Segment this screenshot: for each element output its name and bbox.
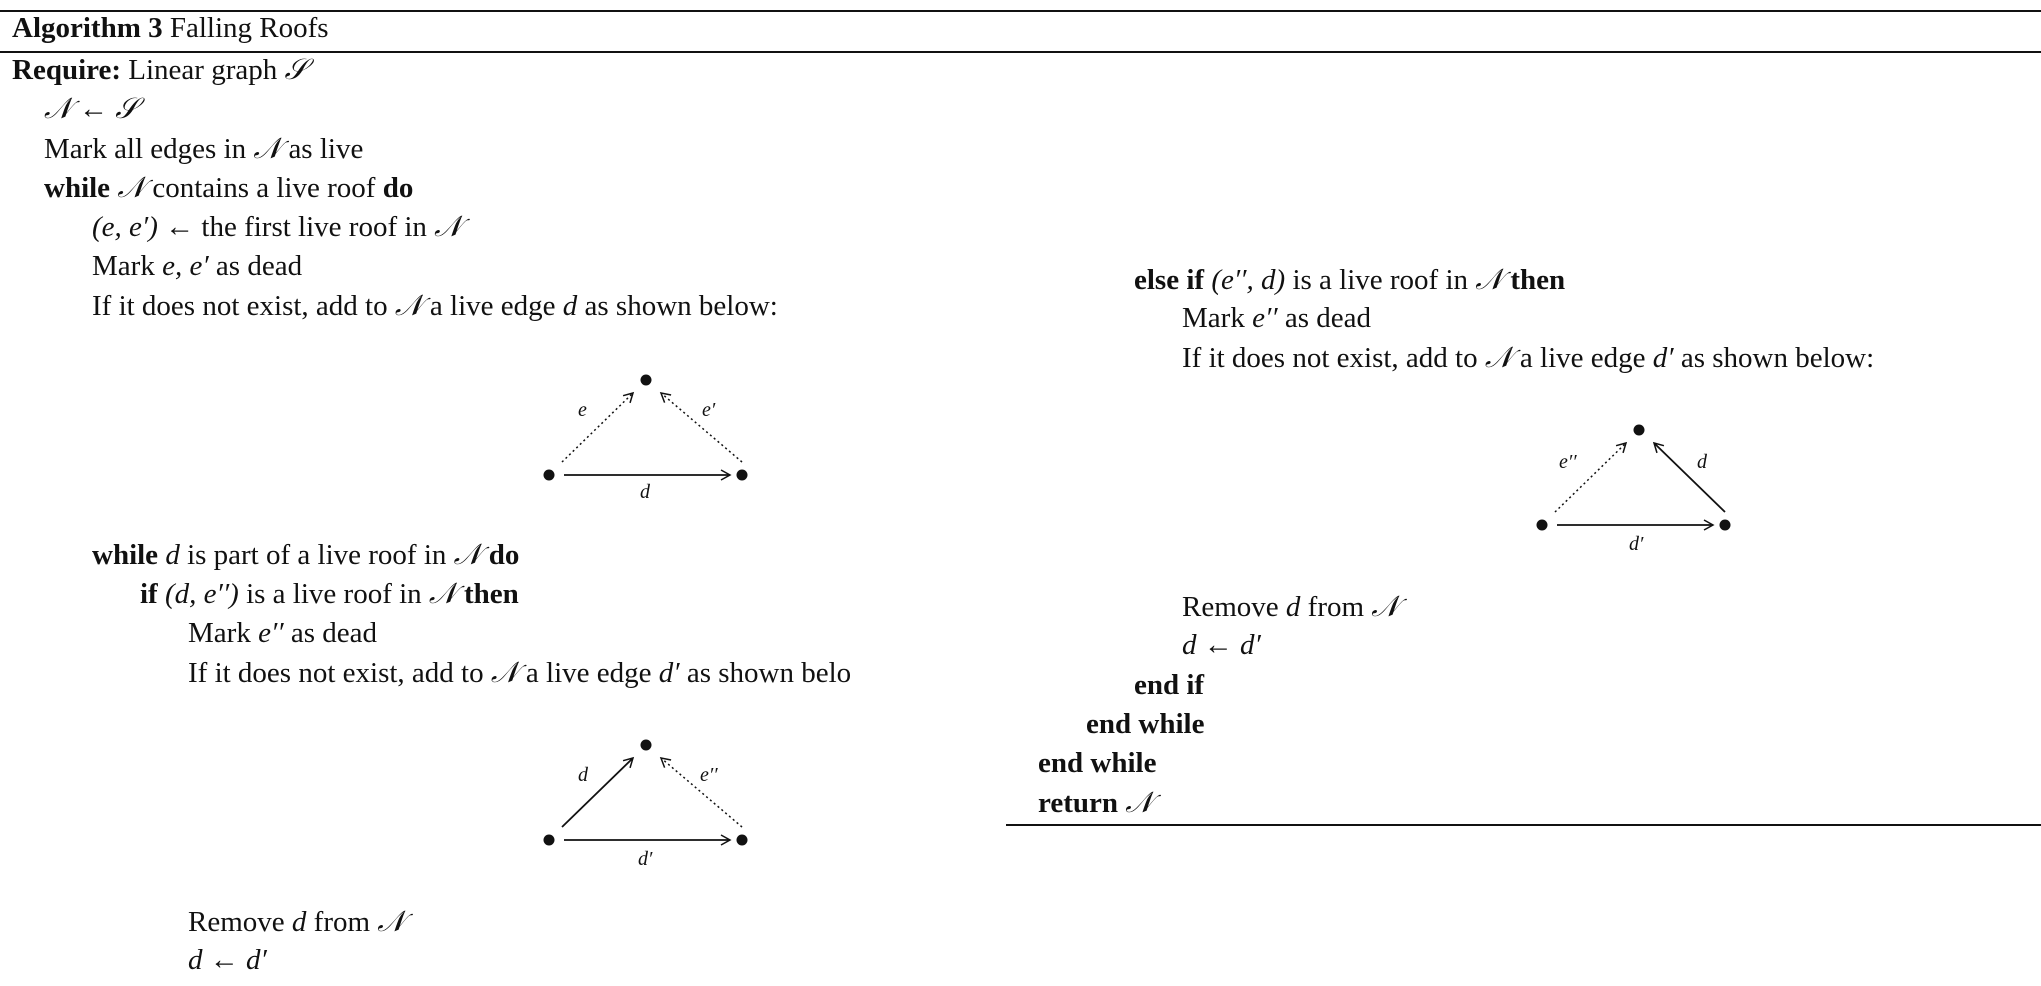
line-add-edge-d: If it does not exist, add to 𝒩 a live ed…: [92, 288, 778, 322]
line-assign-d-left: d ← d′: [188, 944, 267, 976]
line-mark-dead: Mark e, e′ as dead: [92, 250, 303, 282]
roof-diagram-1: e e′ d: [543, 374, 748, 503]
algorithm-label: Algorithm 3: [12, 12, 163, 44]
edge-right-solid: [1652, 441, 1726, 513]
line-first-roof: (e, e′) ← the first live roof in 𝒩: [92, 209, 462, 243]
edge-left-dotted: [1554, 441, 1628, 513]
node-left: [1536, 519, 1548, 531]
line-add-edge-dprime-left: If it does not exist, add to 𝒩 a live ed…: [188, 655, 852, 689]
label-left-edge: d: [578, 764, 589, 786]
bottom-rule: [1006, 824, 2041, 826]
header-rule: [0, 51, 2041, 53]
line-mark-e2-dead-right: Mark e′′ as dead: [1182, 302, 1372, 334]
require-symbol: 𝒮: [284, 52, 307, 86]
line-init: 𝒩 ← 𝒮: [44, 91, 138, 125]
line-end-if: end if: [1134, 669, 1205, 701]
line-else-if: else if (e′′, d) is a live roof in 𝒩 the…: [1134, 262, 1566, 296]
line-mark-all: Mark all edges in 𝒩 as live: [44, 131, 364, 165]
node-top: [1633, 424, 1645, 436]
label-left-edge: e′′: [1559, 451, 1577, 473]
require-text: Linear graph: [128, 54, 278, 86]
line-assign-d-right: d ← d′: [1182, 629, 1261, 661]
label-right-edge: e′: [702, 399, 716, 421]
node-left: [543, 469, 555, 481]
label-bottom-edge: d: [640, 481, 651, 503]
line-remove-d-right: Remove d from 𝒩: [1182, 589, 1400, 623]
node-right: [736, 834, 748, 846]
node-top: [640, 739, 652, 751]
node-right: [736, 469, 748, 481]
line-while-inner: while d is part of a live roof in 𝒩 do: [92, 537, 520, 571]
label-right-edge: d: [1697, 451, 1708, 473]
clip-box-left: If it does not exist, add to 𝒩 a live ed…: [188, 655, 1003, 691]
label-bottom-edge: d′: [1629, 533, 1644, 555]
label-bottom-edge: d′: [638, 848, 653, 870]
label-left-edge: e: [578, 399, 587, 421]
line-while-outer: while 𝒩 contains a live roof do: [44, 170, 414, 204]
node-left: [543, 834, 555, 846]
line-return: return 𝒩: [1038, 785, 1154, 819]
edge-left-solid: [561, 756, 635, 828]
line-remove-d-left: Remove d from 𝒩: [188, 904, 406, 938]
label-right-edge: e′′: [700, 764, 718, 786]
top-rule: [0, 10, 2041, 12]
require-line: Require: Linear graph 𝒮: [12, 52, 307, 87]
line-end-while-inner: end while: [1086, 708, 1205, 740]
line-mark-e2-dead: Mark e′′ as dead: [188, 617, 378, 649]
node-right: [1719, 519, 1731, 531]
algorithm-header: Algorithm 3 Falling Roofs: [12, 11, 329, 45]
algorithm-title: Falling Roofs: [169, 12, 329, 44]
node-top: [640, 374, 652, 386]
roof-diagram-2: d e′′ d′: [543, 739, 748, 870]
roof-diagram-3: e′′ d d′: [1536, 424, 1731, 555]
clip-box-right: If it does not exist, add to 𝒩 a live ed…: [1182, 340, 2037, 376]
line-end-while-outer: end while: [1038, 747, 1157, 779]
line-if: if (d, e′′) is a live roof in 𝒩 then: [140, 576, 519, 610]
require-label: Require:: [12, 54, 122, 86]
line-add-edge-dprime-right: If it does not exist, add to 𝒩 a live ed…: [1182, 340, 1875, 374]
edge-left-dotted: [561, 391, 635, 463]
